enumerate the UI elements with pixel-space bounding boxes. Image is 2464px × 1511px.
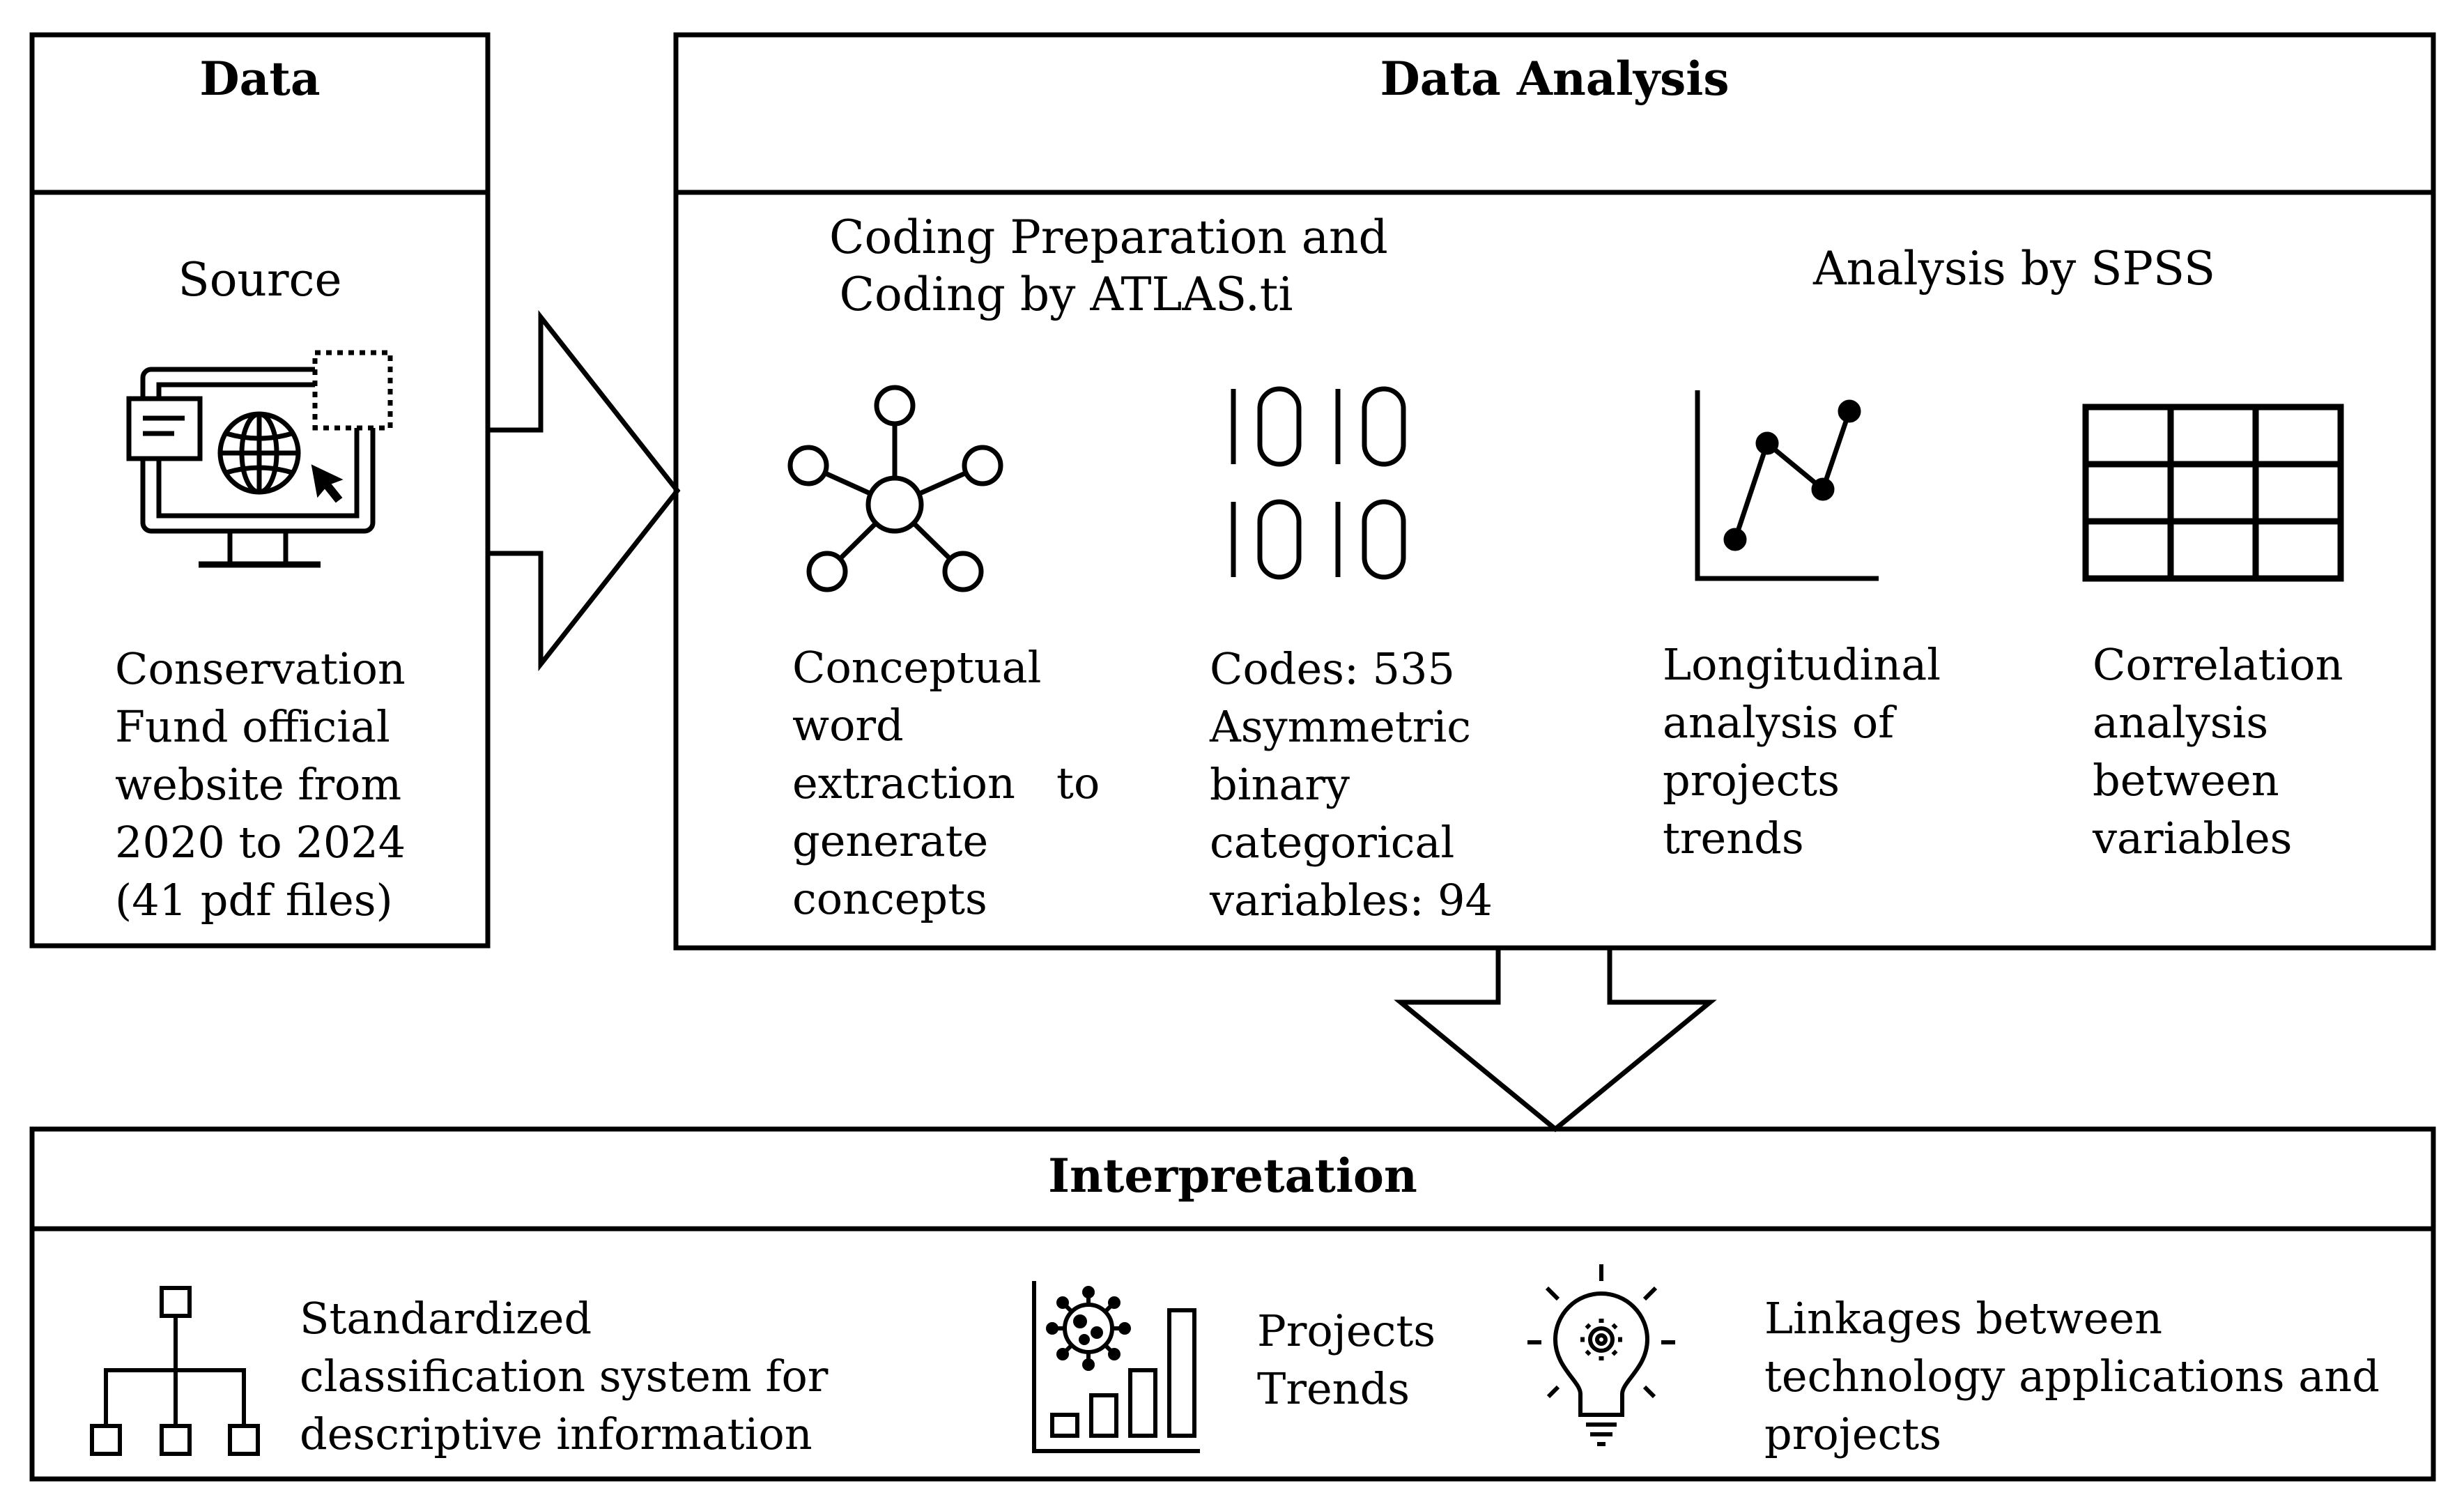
text-line: generate bbox=[792, 815, 989, 866]
data-panel-title: Data bbox=[199, 52, 321, 106]
text-line: categorical bbox=[1210, 817, 1455, 868]
text-line: between bbox=[2093, 755, 2279, 806]
text-line: technology applications and bbox=[1764, 1351, 2380, 1402]
text-line: Correlation bbox=[2093, 639, 2343, 690]
classification-system-text: Standardized classification system for d… bbox=[300, 1289, 828, 1463]
correlation-analysis-text: Correlation analysis between variables bbox=[2093, 636, 2343, 867]
text-line: Longitudinal bbox=[1663, 639, 1941, 690]
text-line: trends bbox=[1663, 813, 1804, 864]
text-line: 2020 to 2024 bbox=[115, 817, 406, 868]
interpretation-panel-box bbox=[29, 1126, 2436, 1482]
text-line: descriptive information bbox=[300, 1409, 813, 1459]
binary-code-icon bbox=[1231, 386, 1406, 580]
text-line: classification system for bbox=[300, 1351, 829, 1402]
data-source-description: Conservation Fund official website from … bbox=[115, 640, 406, 929]
network-nodes-icon bbox=[787, 385, 1003, 592]
projects-trends-text: Projects Trends bbox=[1257, 1302, 1435, 1418]
text-line: website from bbox=[115, 759, 402, 810]
text-line: Projects bbox=[1257, 1305, 1436, 1356]
text-line: Coding Preparation and bbox=[829, 210, 1388, 264]
text-line: projects bbox=[1663, 755, 1840, 806]
text-line: binary bbox=[1210, 759, 1350, 810]
coding-heading: Coding Preparation and Coding by ATLAS.t… bbox=[829, 209, 1388, 323]
data-source-subtitle: Source bbox=[178, 253, 342, 307]
text-line: Coding by ATLAS.ti bbox=[839, 268, 1293, 321]
text-line: extraction to bbox=[792, 758, 1100, 808]
conceptual-extraction-text: Conceptual word extraction to generate c… bbox=[792, 638, 1100, 928]
text-line: word bbox=[792, 700, 904, 751]
text-line: (41 pdf files) bbox=[115, 875, 393, 926]
analysis-panel-title: Data Analysis bbox=[1380, 52, 1730, 106]
text-line: Codes: 535 bbox=[1210, 643, 1455, 694]
text-line: Conservation bbox=[115, 643, 406, 694]
text-line: analysis bbox=[2093, 697, 2269, 748]
longitudinal-analysis-text: Longitudinal analysis of projects trends bbox=[1663, 636, 1941, 867]
line-chart-icon bbox=[1695, 390, 1879, 581]
hierarchy-tree-icon bbox=[90, 1286, 260, 1456]
arrow-analysis-to-interpretation bbox=[1394, 948, 1717, 1133]
text-line: analysis of bbox=[1663, 697, 1895, 748]
table-grid-icon bbox=[2082, 404, 2344, 582]
text-line: Fund official bbox=[115, 701, 390, 752]
data-panel-box bbox=[29, 32, 491, 949]
computer-globe-web-icon bbox=[126, 350, 393, 568]
linkages-text: Linkages between technology applications… bbox=[1764, 1289, 2380, 1463]
arrow-data-to-analysis bbox=[488, 309, 681, 672]
virus-bar-chart-icon bbox=[1032, 1281, 1200, 1453]
text-line: Linkages between bbox=[1764, 1293, 2163, 1344]
text-line: projects bbox=[1764, 1409, 1942, 1459]
text-line: variables bbox=[2093, 813, 2293, 864]
text-line: variables: 94 bbox=[1210, 875, 1493, 926]
text-line: Conceptual bbox=[792, 642, 1042, 693]
text-line: Asymmetric bbox=[1210, 701, 1471, 752]
codes-count-text: Codes: 535 Asymmetric binary categorical… bbox=[1210, 640, 1493, 929]
text-line: concepts bbox=[792, 873, 987, 924]
lightbulb-gear-icon bbox=[1527, 1264, 1675, 1446]
spss-heading: Analysis by SPSS bbox=[1813, 242, 2216, 296]
interpretation-panel-title: Interpretation bbox=[1048, 1149, 1417, 1203]
text-line: Trends bbox=[1257, 1363, 1410, 1414]
text-line: Standardized bbox=[300, 1293, 592, 1344]
